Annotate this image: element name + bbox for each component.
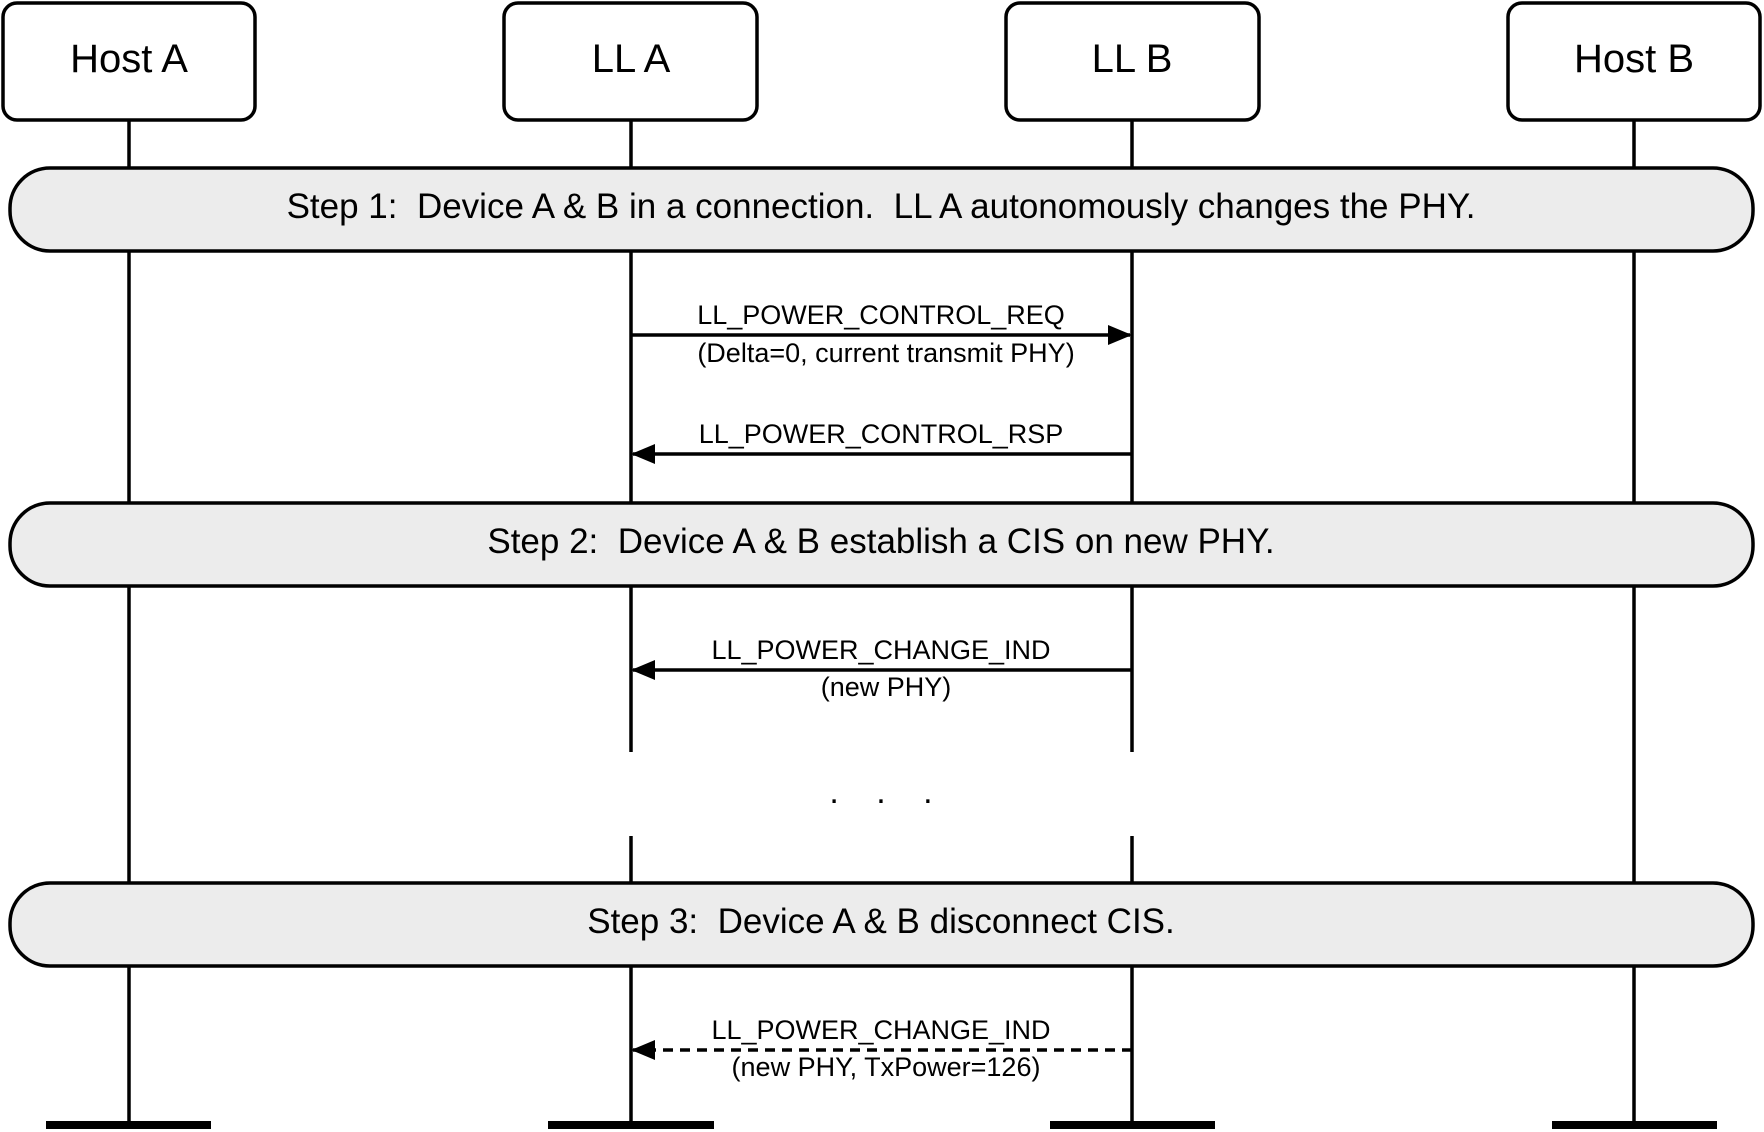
step-banner-1: Step 1: Device A & B in a connection. LL…	[8, 166, 1755, 253]
actor-host-a: Host A	[1, 1, 257, 122]
message-sublabel: (new PHY)	[821, 672, 952, 702]
actor-label: Host B	[1574, 37, 1694, 81]
step-banner-3: Step 3: Device A & B disconnect CIS.	[8, 881, 1755, 968]
message-label: LL_POWER_CONTROL_REQ	[697, 300, 1065, 330]
message-power-change-ind: LL_POWER_CHANGE_IND (new PHY)	[631, 635, 1132, 702]
message-label: LL_POWER_CHANGE_IND	[711, 1015, 1050, 1045]
actor-host-b: Host B	[1506, 1, 1762, 122]
actor-label: LL B	[1092, 37, 1173, 81]
message-power-control-req: LL_POWER_CONTROL_REQ (Delta=0, current t…	[631, 300, 1132, 368]
step-label: Step 3: Device A & B disconnect CIS.	[587, 902, 1175, 941]
message-sublabel: (Delta=0, current transmit PHY)	[697, 338, 1074, 368]
actor-ll-b: LL B	[1004, 1, 1261, 122]
step-label: Step 2: Device A & B establish a CIS on …	[487, 522, 1274, 561]
continuation-ellipsis: . . .	[829, 773, 946, 811]
actor-label: LL A	[592, 37, 671, 81]
actor-label: Host A	[70, 37, 188, 81]
message-power-change-ind-dashed: LL_POWER_CHANGE_IND (new PHY, TxPower=12…	[631, 1015, 1132, 1082]
actor-ll-a: LL A	[502, 1, 759, 122]
step-banner-2: Step 2: Device A & B establish a CIS on …	[8, 501, 1755, 588]
step-label: Step 1: Device A & B in a connection. LL…	[287, 187, 1476, 226]
message-label: LL_POWER_CHANGE_IND	[711, 635, 1050, 665]
message-sublabel: (new PHY, TxPower=126)	[732, 1052, 1041, 1082]
message-label: LL_POWER_CONTROL_RSP	[699, 419, 1064, 449]
message-power-control-rsp: LL_POWER_CONTROL_RSP	[631, 419, 1132, 464]
